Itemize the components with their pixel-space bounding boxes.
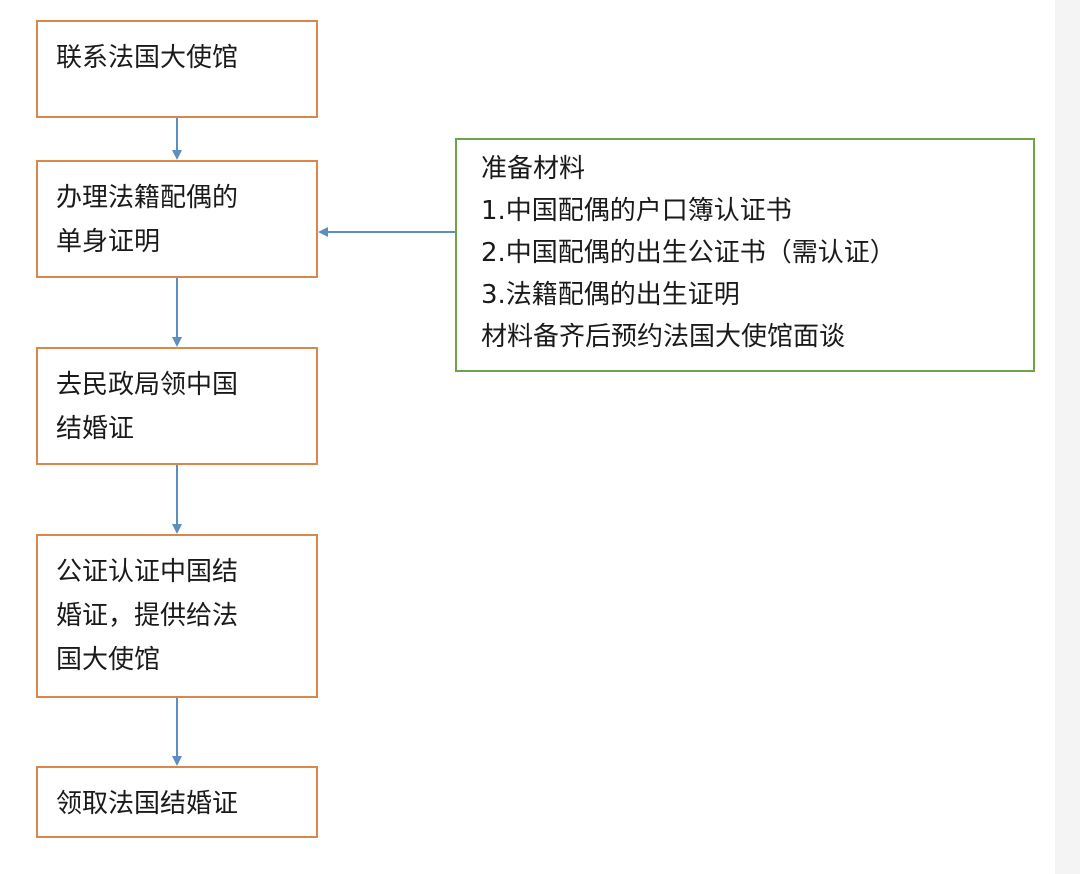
materials-item: 3.法籍配偶的出生证明 bbox=[481, 280, 740, 310]
materials-item: 2.中国配偶的出生公证书（需认证） bbox=[481, 238, 896, 268]
step-french-marriage-certificate: 领取法国结婚证 bbox=[36, 766, 318, 838]
step-single-certificate: 办理法籍配偶的 单身证明 bbox=[36, 160, 318, 278]
step-label: 去民政局领中国 结婚证 bbox=[56, 370, 239, 444]
materials-title: 准备材料 bbox=[481, 154, 586, 184]
right-edge-strip bbox=[1055, 0, 1080, 874]
materials-note: 材料备齐后预约法国大使馆面谈 bbox=[481, 322, 846, 352]
step-label: 办理法籍配偶的 单身证明 bbox=[56, 183, 239, 257]
materials-item: 1.中国配偶的户口簿认证书 bbox=[481, 196, 792, 226]
step-contact-embassy: 联系法国大使馆 bbox=[36, 20, 318, 118]
step-label: 联系法国大使馆 bbox=[56, 43, 239, 73]
materials-box: 准备材料 1.中国配偶的户口簿认证书 2.中国配偶的出生公证书（需认证） 3.法… bbox=[455, 138, 1035, 372]
step-notarize-certificate: 公证认证中国结 婚证，提供给法 国大使馆 bbox=[36, 534, 318, 698]
step-civil-affairs-marriage: 去民政局领中国 结婚证 bbox=[36, 347, 318, 465]
step-label: 公证认证中国结 婚证，提供给法 国大使馆 bbox=[56, 557, 239, 675]
step-label: 领取法国结婚证 bbox=[56, 789, 239, 819]
